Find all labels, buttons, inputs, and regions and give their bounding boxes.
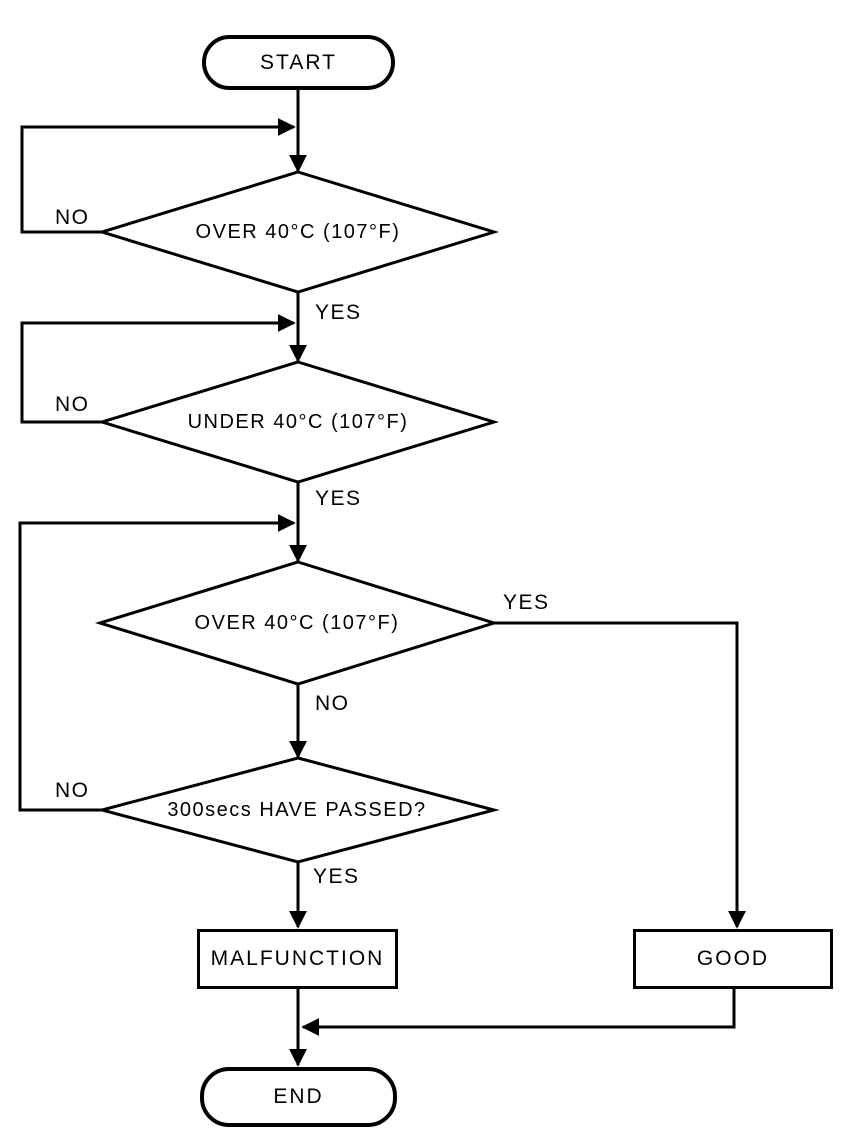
- decision4-yes-label: YES: [313, 865, 360, 888]
- malfunction-node: MALFUNCTION: [197, 929, 398, 989]
- decision4-no-label: NO: [55, 779, 90, 802]
- edge-good-to-end-junction: [301, 989, 736, 1036]
- edge-decision4-no-loop: [18, 514, 296, 812]
- decision2-diamond: [96, 360, 500, 484]
- edge-decision3-yes-to-good: [494, 621, 746, 929]
- decision3-yes-label: YES: [503, 591, 550, 614]
- decision1-no-label: NO: [55, 206, 90, 229]
- decision1-label: OVER 40°C (107°F): [195, 220, 401, 243]
- edge-decision1-no-loop: [20, 118, 296, 234]
- decision3-diamond: [94, 560, 500, 686]
- end-node-label: END: [273, 1085, 324, 1108]
- decision2-label: UNDER 40°C (107°F): [187, 410, 409, 433]
- edge-decision2-no-loop: [20, 314, 296, 424]
- decision2-no-label: NO: [55, 393, 90, 416]
- good-node: GOOD: [633, 929, 833, 989]
- decision1-diamond: [96, 170, 500, 294]
- decision4-diamond: [96, 756, 500, 864]
- start-node-label: START: [260, 50, 337, 74]
- decision4-label: 300secs HAVE PASSED?: [167, 798, 427, 821]
- decision1-yes-label: YES: [315, 301, 362, 324]
- good-node-label: GOOD: [696, 947, 770, 970]
- end-node: END: [200, 1067, 397, 1127]
- start-node: START: [202, 35, 395, 90]
- decision3-label: OVER 40°C (107°F): [194, 611, 400, 634]
- decision2-yes-label: YES: [315, 487, 362, 510]
- malfunction-node-label: MALFUNCTION: [210, 947, 385, 970]
- decision3-no-label: NO: [315, 692, 350, 715]
